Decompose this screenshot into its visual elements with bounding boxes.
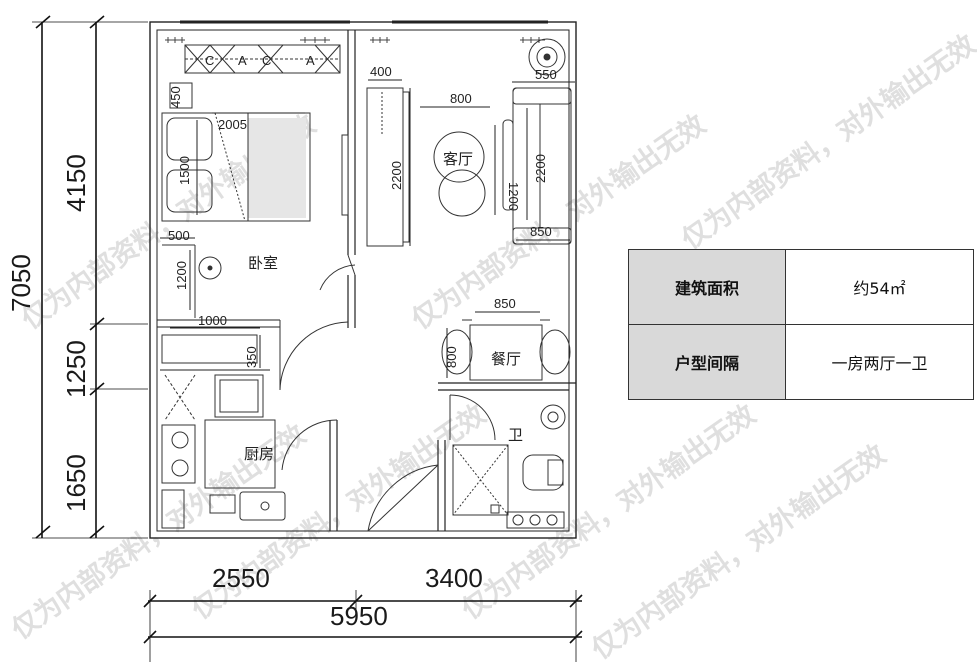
info-value-layout: 一房两厅一卫: [785, 324, 974, 400]
dim-label: 800: [444, 346, 459, 368]
dim-label: 500: [168, 228, 190, 243]
watermark-text: 仅为内部资料，对外输出无效: [586, 438, 892, 666]
bedroom-desk: [162, 244, 222, 318]
entry-door: [367, 464, 439, 532]
room-label-living: 客厅: [443, 150, 473, 168]
width-segment-label: 2550: [212, 563, 270, 593]
window-marks: [165, 37, 545, 43]
total-width-label: 5950: [330, 601, 388, 631]
dim-label: 850: [530, 224, 552, 239]
dim-label: 1200: [506, 182, 521, 211]
wardrobe-letter: A: [306, 53, 315, 68]
watermark-text: 仅为内部资料，对外输出无效: [676, 28, 977, 256]
room-label-dining: 餐厅: [491, 350, 521, 368]
info-value-area: 约54㎡: [785, 249, 974, 325]
wardrobe: [184, 44, 341, 74]
dim-label: 2200: [533, 154, 548, 183]
dim-label: 1000: [198, 313, 227, 328]
dim-label: 1200: [174, 261, 189, 290]
watermark-text: 仅为内部资料，对外输出无效: [456, 398, 762, 626]
bottom-dimension-lines: [143, 590, 583, 662]
room-label-bath: 卫: [508, 426, 523, 444]
height-segment-label: 1250: [61, 340, 91, 398]
dim-label: 1500: [177, 156, 192, 185]
furniture-dim-lines: [160, 79, 575, 378]
info-table: 建筑面积 约54㎡ 户型间隔 一房两厅一卫: [628, 249, 974, 400]
bathroom-fixtures: [449, 394, 566, 529]
dim-label: 2005: [218, 117, 247, 132]
dim-label: 550: [535, 67, 557, 82]
info-label-layout: 户型间隔: [628, 324, 786, 400]
nightstand: [169, 82, 193, 109]
width-segment-label: 3400: [425, 563, 483, 593]
dim-label: 800: [450, 91, 472, 106]
wardrobe-letter: A: [238, 53, 247, 68]
tv-cabinet: [366, 87, 410, 247]
room-label-bedroom: 卧室: [248, 254, 278, 272]
room-label-kitchen: 厨房: [244, 445, 274, 463]
dim-label: 400: [370, 64, 392, 79]
dim-label: 450: [168, 86, 183, 108]
table-row: 户型间隔 一房两厅一卫: [628, 324, 974, 400]
dim-label: 850: [494, 296, 516, 311]
coffee-table: [433, 131, 486, 217]
walls: [149, 20, 577, 539]
table-row: 建筑面积 约54㎡: [628, 249, 974, 325]
height-segment-label: 4150: [61, 154, 91, 212]
kitchen-fixtures: [161, 334, 338, 529]
left-dimension-lines: [32, 15, 148, 539]
dim-label: 350: [244, 346, 259, 368]
bed: [161, 112, 349, 222]
bedroom-door: [279, 254, 356, 391]
total-height-label: 7050: [6, 254, 36, 312]
dim-label: 2200: [389, 161, 404, 190]
wardrobe-letter: C: [262, 53, 271, 68]
info-label-area: 建筑面积: [628, 249, 786, 325]
sofa: [502, 87, 572, 245]
height-segment-label: 1650: [61, 454, 91, 512]
wardrobe-letter: C: [205, 53, 214, 68]
dining-table: [441, 319, 571, 381]
plant: [528, 38, 566, 76]
